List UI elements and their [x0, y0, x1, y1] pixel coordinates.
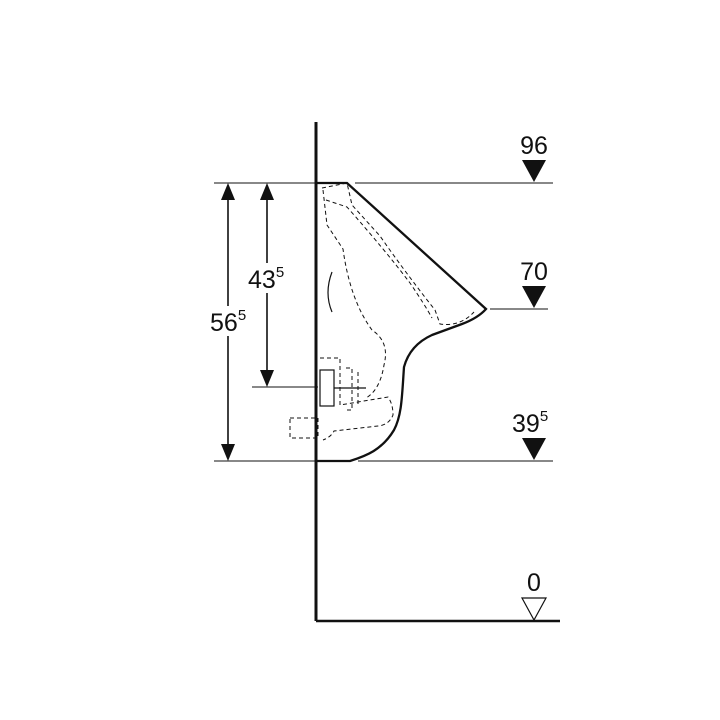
level-label-top: 96: [520, 132, 548, 160]
hidden-waste-fitting: [289, 417, 319, 439]
level-marker-top-icon: [522, 160, 546, 182]
arrow-inner-bottom: [260, 370, 274, 387]
level-marker-floor-icon: [520, 597, 548, 622]
urinal-outline: [316, 181, 488, 463]
hidden-outlet: [346, 367, 359, 411]
hidden-inner-bowl: [322, 189, 386, 399]
outlet-fitting: [319, 271, 366, 407]
dim-label-inner: 435: [248, 264, 284, 294]
urinal-body: [316, 181, 488, 463]
arrow-outer-bottom: [221, 444, 235, 461]
arrow-outer-top: [221, 183, 235, 200]
hidden-parts: [289, 182, 475, 441]
wall-and-floor: [314, 122, 560, 623]
hidden-flush-line: [325, 199, 433, 319]
level-lines: [355, 182, 553, 462]
level-marker-bottom-icon: [522, 438, 546, 460]
level-label-lip: 70: [520, 258, 548, 286]
inspection-ellipse: [327, 271, 333, 313]
level-label-bottom: 395: [512, 408, 548, 438]
dimension-extensions: [214, 182, 318, 462]
level-markers: [520, 160, 548, 622]
level-label-floor: 0: [527, 569, 541, 597]
level-marker-lip-icon: [522, 286, 546, 308]
hidden-waste-pipe: [320, 357, 394, 441]
hidden-bowl-line: [321, 182, 475, 325]
dim-label-outer: 565: [210, 307, 246, 337]
label-bg-inner: [246, 263, 296, 293]
outlet-rect: [319, 369, 335, 407]
label-bg-outer: [209, 306, 261, 336]
arrow-inner-top: [260, 183, 274, 200]
